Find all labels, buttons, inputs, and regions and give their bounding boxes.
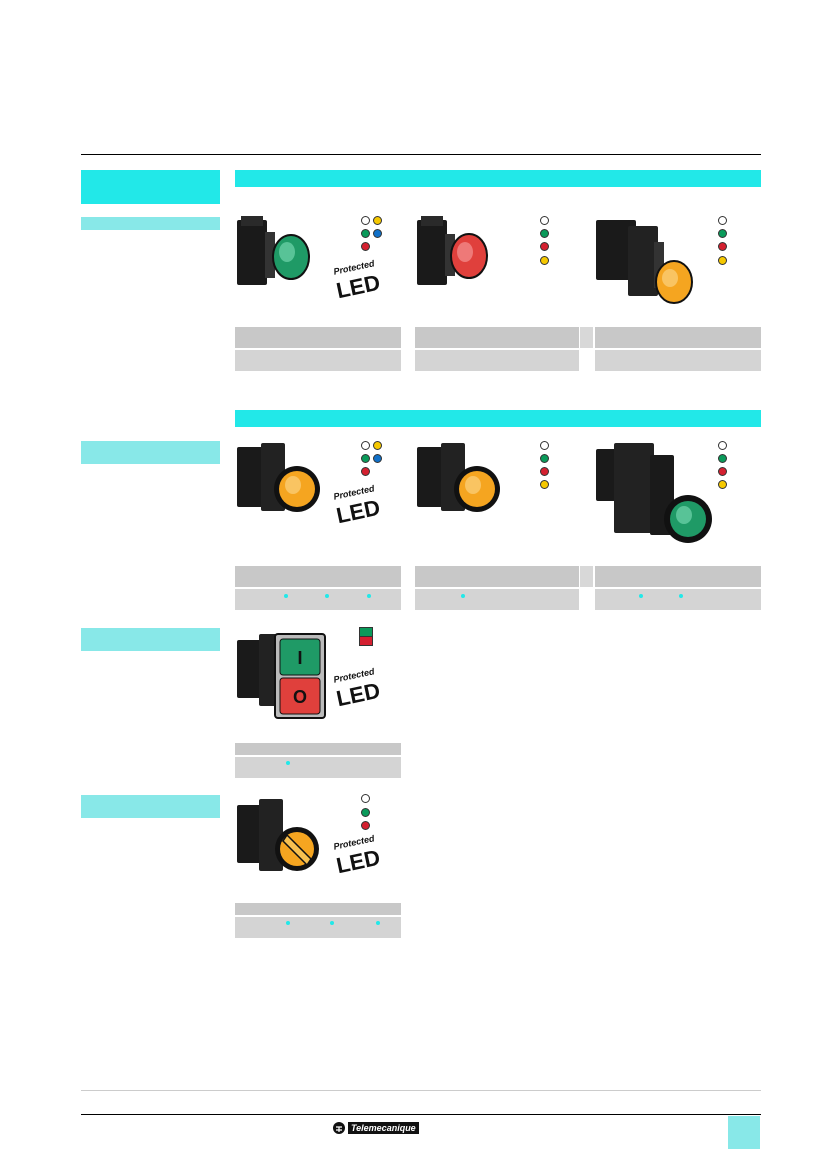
protected-led-badge: Protected LED [332, 664, 383, 711]
stop-symbol: O [293, 687, 307, 707]
led-green-dot [540, 454, 549, 463]
led-green-dot [540, 229, 549, 238]
sidebar-title-block [81, 170, 220, 204]
product-green-pilot-light [235, 212, 310, 297]
section-bar-pilot-lights [235, 170, 761, 187]
led-yellow-dot [540, 480, 549, 489]
bullet-dot [639, 594, 643, 598]
double-headed-pushbutton-icon: I O [237, 633, 326, 719]
led-green-dot [361, 229, 370, 238]
led-red-dot [361, 467, 370, 476]
sidebar-label-pushbuttons [81, 441, 220, 464]
led-white-dot [361, 216, 370, 225]
table-header-cell [235, 743, 401, 756]
product-selector-switch [235, 795, 330, 885]
sidebar-label-double-headed [81, 628, 220, 651]
table-header-cell [580, 566, 593, 587]
protected-led-badge: Protected LED [332, 831, 383, 878]
table-value-cell [415, 589, 579, 610]
led-red-dot [718, 467, 727, 476]
page-number-box [728, 1116, 760, 1149]
led-white-dot [718, 441, 727, 450]
table-value-cell [235, 757, 401, 778]
bullet-dot [461, 594, 465, 598]
bullet-dot [679, 594, 683, 598]
protected-led-badge: Protected LED [332, 481, 383, 528]
bullet-dot [330, 921, 334, 925]
led-green-dot [361, 454, 370, 463]
brand-logo: Telemecanique [333, 1122, 419, 1134]
table-header-cell [595, 327, 761, 349]
led-red-dot [540, 467, 549, 476]
table-value-cell [235, 589, 401, 610]
table-value-cell [415, 350, 579, 371]
led-yellow-dot [718, 480, 727, 489]
table-header-cell [235, 903, 401, 916]
amber-pilot-light-with-transformer-icon [596, 220, 693, 304]
product-double-headed-pushbutton: I O [235, 630, 330, 725]
section-bar-pushbuttons [235, 410, 761, 427]
led-red-dot [540, 242, 549, 251]
table-value-cell [595, 350, 761, 371]
green-illuminated-pushbutton-with-transformer-icon [596, 443, 712, 543]
bullet-dot [376, 921, 380, 925]
led-green-dot [361, 808, 370, 817]
illuminated-selector-switch-icon [237, 799, 319, 871]
bullet-dot [286, 761, 290, 765]
protected-led-badge: Protected LED [332, 256, 383, 303]
bullet-dot [284, 594, 288, 598]
led-red-dot [718, 242, 727, 251]
led-green-dot [718, 454, 727, 463]
led-blue-dot [373, 229, 382, 238]
led-yellow-dot [373, 216, 382, 225]
led-yellow-dot [540, 256, 549, 265]
table-header-cell [235, 327, 401, 349]
amber-illuminated-pushbutton-icon [237, 443, 320, 512]
table-header-cell [415, 566, 579, 588]
red-pilot-light-icon [417, 216, 488, 285]
green-pilot-light-icon [237, 216, 310, 285]
table-header-cell [415, 327, 579, 349]
footer-rule [81, 1114, 761, 1115]
led-yellow-dot [373, 441, 382, 450]
product-red-pilot-light [415, 212, 495, 297]
product-amber-pushbutton [235, 437, 325, 522]
table-header-cell [235, 566, 401, 588]
sidebar-label-selector-switch [81, 795, 220, 818]
led-white-dot [718, 216, 727, 225]
led-white-dot [540, 216, 549, 225]
footer-divider [81, 1090, 761, 1091]
brand-name: Telemecanique [348, 1122, 419, 1134]
sidebar-label-pilot-lights [81, 217, 220, 230]
led-yellow-dot [718, 256, 727, 265]
bullet-dot [367, 594, 371, 598]
led-white-dot [361, 794, 370, 803]
product-amber-pilot-light-transformer [594, 212, 694, 312]
led-white-dot [540, 441, 549, 450]
table-value-cell [595, 589, 761, 610]
amber-illuminated-pushbutton-icon [417, 443, 500, 512]
table-header-cell [595, 566, 761, 588]
led-red-dot [361, 242, 370, 251]
led-green-dot [718, 229, 727, 238]
table-value-cell [235, 917, 401, 938]
product-amber-pushbutton-2 [415, 437, 505, 522]
led-red-indicator [359, 636, 373, 646]
start-symbol: I [297, 648, 302, 668]
table-header-cell [580, 327, 593, 348]
led-white-dot [361, 441, 370, 450]
led-blue-dot [373, 454, 382, 463]
led-red-dot [361, 821, 370, 830]
product-green-pushbutton-transformer [594, 437, 719, 552]
bullet-dot [286, 921, 290, 925]
header-rule [81, 154, 761, 155]
telemecanique-logo-icon [333, 1122, 345, 1134]
bullet-dot [325, 594, 329, 598]
table-value-cell [235, 350, 401, 371]
